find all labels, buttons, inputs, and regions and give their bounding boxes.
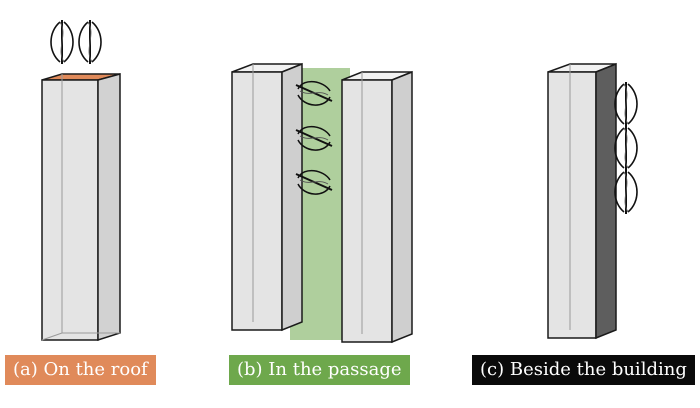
wind-turbine-icon xyxy=(614,169,638,215)
caption-in-the-passage: (b) In the passage xyxy=(229,355,410,385)
right-building-front xyxy=(341,79,393,343)
building-beside-case xyxy=(547,62,638,340)
beside-highlight xyxy=(595,62,617,340)
hidden-edge xyxy=(41,332,63,341)
wind-turbine-icon xyxy=(50,19,74,65)
wind-turbine-icon xyxy=(614,125,638,171)
building-front-face xyxy=(547,71,597,339)
left-building-front xyxy=(231,71,283,331)
left-building-side xyxy=(281,62,303,332)
passage-highlight xyxy=(290,68,350,340)
wind-turbine-icon xyxy=(614,81,638,127)
building-side-face xyxy=(97,73,121,342)
caption-on-the-roof: (a) On the roof xyxy=(5,355,156,385)
right-building-side xyxy=(391,70,413,344)
building-front-face xyxy=(41,79,99,341)
building-roof-case xyxy=(41,19,121,342)
wind-turbine-icon xyxy=(78,19,102,65)
building-passage-case xyxy=(231,62,413,344)
caption-beside-the-building: (c) Beside the building xyxy=(472,355,695,385)
